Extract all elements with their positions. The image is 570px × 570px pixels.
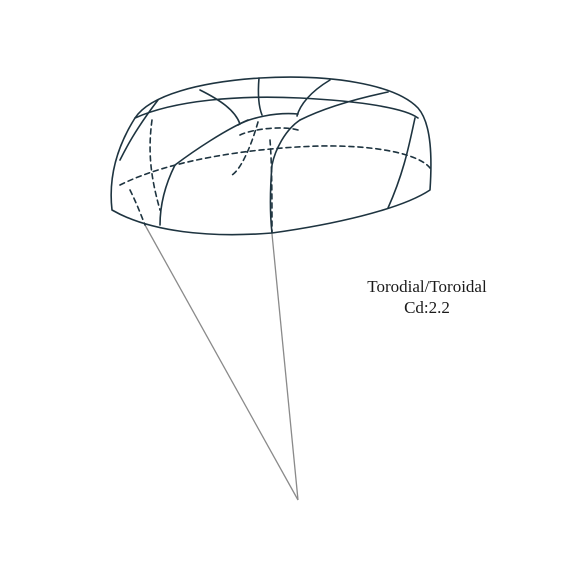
- gore-seam: [257, 77, 263, 116]
- gore-hidden-seam: [129, 189, 146, 226]
- gore-hidden-seam: [231, 121, 259, 176]
- suspension-lines: [144, 224, 299, 501]
- skirt-hidden-edge: [119, 145, 431, 186]
- gore-seam: [299, 91, 389, 121]
- inner-hole-front: [237, 112, 299, 126]
- gore-seam: [119, 99, 159, 161]
- suspension-line-left: [144, 224, 299, 501]
- gore-hidden-seam: [269, 139, 273, 233]
- gore-seam: [199, 89, 241, 125]
- torus-upper-rim: [134, 96, 419, 119]
- gore-seam: [296, 79, 331, 117]
- toroidal-canopy: [110, 76, 432, 236]
- drag-coefficient-label: Cd:2.2: [404, 298, 450, 317]
- parachute-caption: Torodial/Toroidal Cd:2.2: [352, 276, 502, 318]
- parachute-type-label: Torodial/Toroidal: [367, 277, 487, 296]
- gore-seam: [387, 117, 416, 209]
- gore-hidden-seam: [149, 119, 161, 211]
- suspension-line-right: [271, 233, 299, 501]
- gore-seam: [269, 119, 301, 234]
- hidden-edges: [119, 119, 431, 233]
- inner-hole-dashed: [239, 127, 299, 136]
